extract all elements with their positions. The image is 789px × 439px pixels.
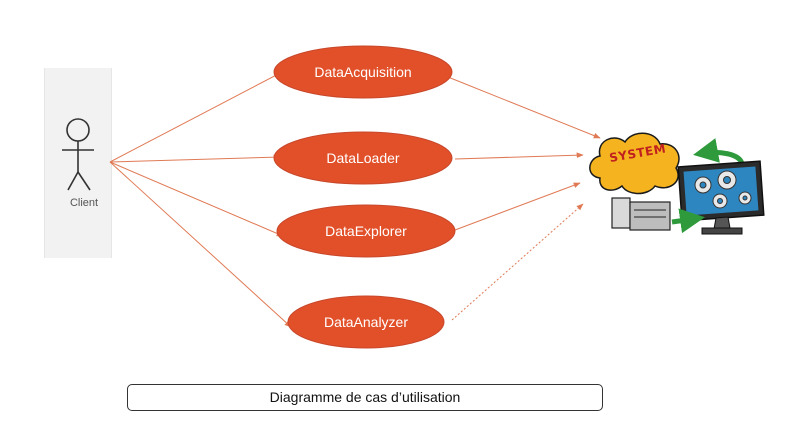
stick-figure-icon	[62, 118, 94, 191]
use-case-dataloader[interactable]	[273, 131, 453, 185]
connector-dataacquisition-system	[447, 76, 601, 139]
system-cloud	[589, 132, 680, 195]
use-case-label-dataloader: DataLoader	[326, 150, 400, 166]
use-case-label-dataanalyzer: DataAnalyzer	[323, 314, 409, 330]
gear-icon	[694, 170, 752, 209]
system-computer-gears-icon	[589, 132, 765, 235]
use-case-dataanalyzer[interactable]	[287, 295, 445, 349]
actor-label: Client	[69, 197, 99, 209]
connector-client-dataanalyzer	[109, 161, 292, 328]
use-case-label-dataacquisition: DataAcquisition	[314, 64, 412, 80]
connector-client-dataacquisition	[109, 70, 285, 163]
use-case-dataacquisition[interactable]	[273, 45, 453, 99]
connector-dataloader-system	[454, 152, 584, 160]
connector-dataexplorer-system	[454, 182, 581, 231]
use-case-dataexplorer[interactable]	[276, 204, 456, 258]
system-connectors	[447, 76, 601, 321]
use-case-label-dataexplorer: DataExplorer	[325, 223, 407, 239]
use-case-shapes	[273, 45, 456, 349]
connector-dataanalyzer-system	[451, 203, 584, 321]
connector-client-dataexplorer	[109, 161, 284, 237]
system-green-arrow	[693, 138, 745, 166]
diagram-caption-box: Diagramme de cas d’utilisation	[127, 384, 603, 411]
connector-client-dataloader	[109, 154, 281, 163]
system-green-arrow-lower	[671, 208, 705, 234]
monitor-stand	[713, 216, 731, 230]
client-connectors	[109, 70, 292, 328]
diagram-caption: Diagramme de cas d’utilisation	[269, 389, 461, 405]
monitor-base	[701, 227, 743, 235]
server-unit-1	[611, 197, 631, 229]
server-unit-2	[629, 201, 671, 231]
